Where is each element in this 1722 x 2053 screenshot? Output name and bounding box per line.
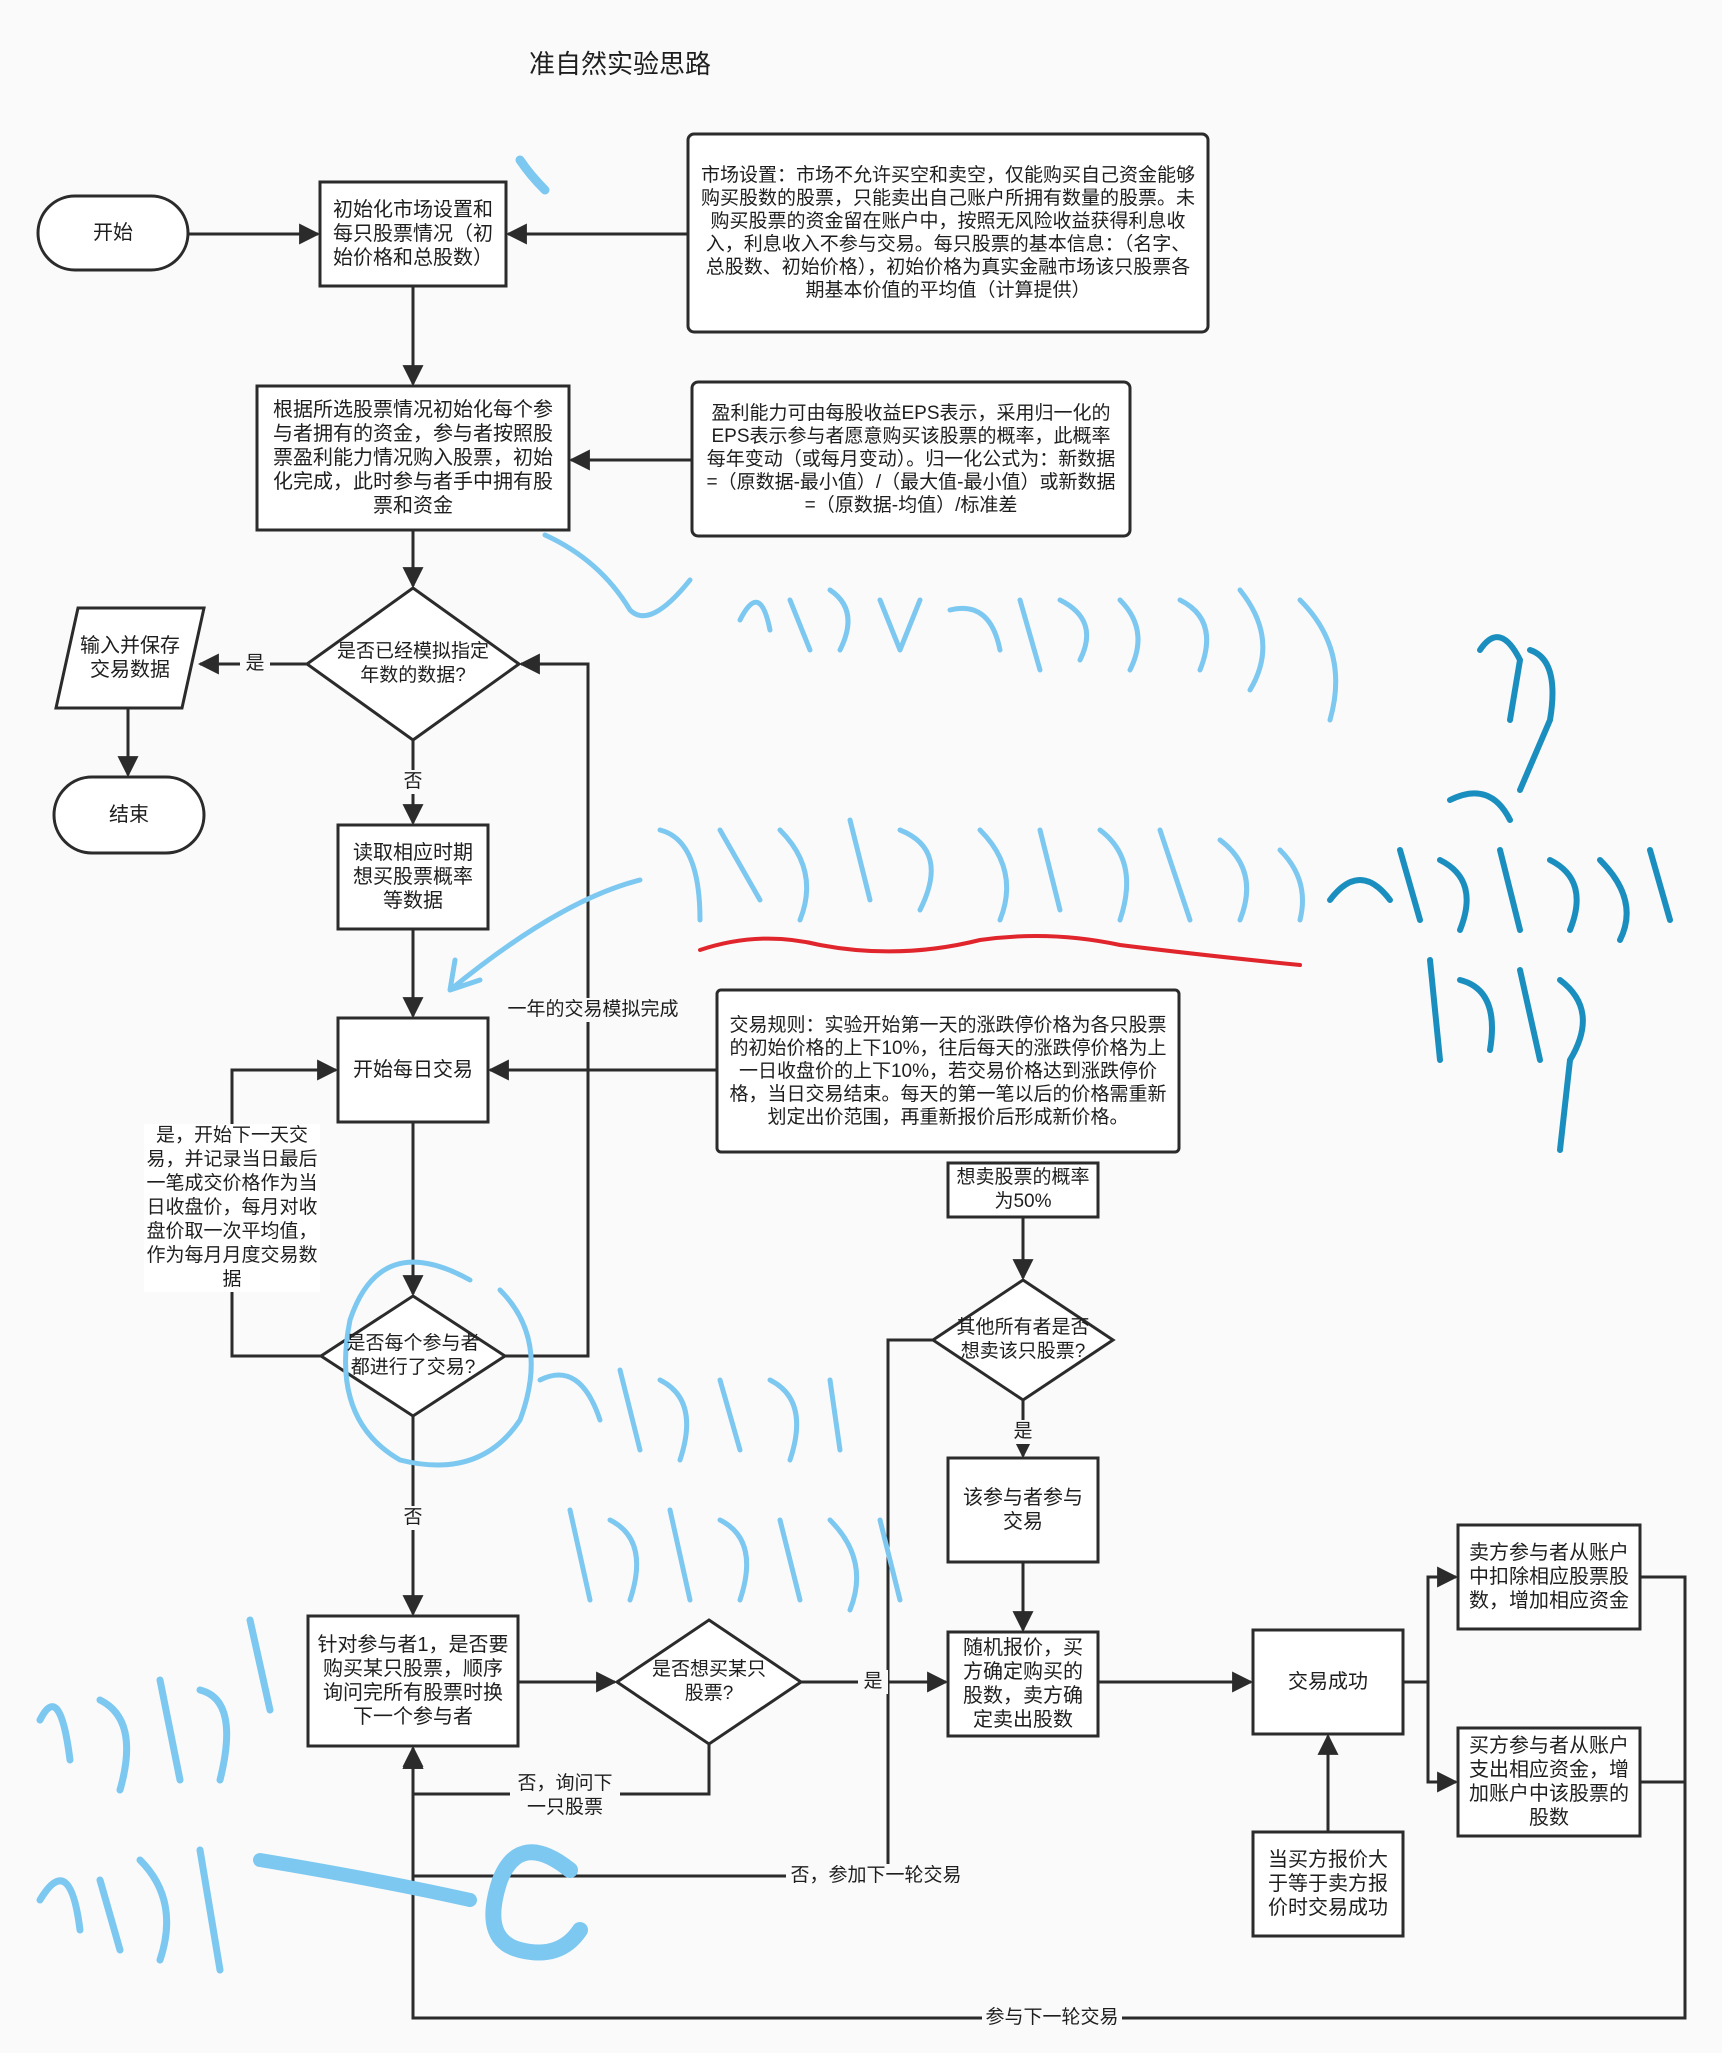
sell-prob-label: 想卖股票的概率为50% [956, 1167, 1090, 1212]
arrow-success-split-2 [1426, 1682, 1459, 1793]
years-decision-label: 是否已经模拟指定年数的数据? [336, 641, 489, 686]
init-label: 初始化市场设置和每只股票情况（初始价格和总股数） [333, 199, 493, 269]
save-data-label: 输入并保存交易数据 [80, 635, 180, 681]
end-label: 结束 [109, 804, 149, 826]
success-label: 交易成功 [1288, 1671, 1368, 1693]
market-note-label: 市场设置：市场不允许买空和卖空，仅能购买自己资金能够购买股数的股票，只能卖出自己… [700, 165, 1195, 301]
ask-box [306, 1614, 520, 1748]
edge-label-yes-save: 是 [240, 652, 270, 676]
arrow-success-split [1403, 1566, 1459, 1684]
save-data-parallelogram [54, 606, 206, 710]
join-trade-label: 该参与者参与交易 [963, 1487, 1083, 1533]
seller-result-box [1456, 1523, 1642, 1631]
edge-label-no-ask: 否 [398, 1506, 428, 1530]
edge-label-next-round-no: 否，参加下一轮交易 [786, 1864, 966, 1888]
edge-label-year-done: 一年的交易模拟完成 [498, 998, 688, 1022]
rules-note-label: 交易规则：实验开始第一天的涨跌停价格为各只股票的初始价格的上下10%，往后每天的… [729, 1014, 1167, 1128]
init-box [318, 180, 508, 288]
daily-trade-label: 开始每日交易 [353, 1059, 473, 1081]
edge-label-next-day: 是，开始下一天交易，并记录当日最后一笔成交价格作为当日收盘价，每月对收盘价取一次… [144, 1124, 320, 1292]
edge-label-yes-quote: 是 [858, 1670, 888, 1694]
eps-note-label: 盈利能力可由每股收益EPS表示，采用归一化的EPS表示参与者愿意购买该股票的概率… [706, 402, 1116, 516]
edge-label-no-read: 否 [398, 770, 428, 794]
ask-label: 针对参与者1，是否要购买某只股票，顺序询问完所有股票时换下一个参与者 [317, 1634, 509, 1728]
arrow-sell-no-loop [402, 1338, 933, 1878]
edge-label-yes-join: 是 [1008, 1420, 1038, 1444]
success-box [1251, 1628, 1405, 1736]
success-cond-label: 当买方报价大于等于卖方报价时交易成功 [1268, 1849, 1388, 1919]
handwritten-annotations [36, 155, 1673, 1974]
participants-init-label: 根据所选股票情况初始化每个参与者拥有的资金，参与者按照股票盈利能力情况购入股票，… [273, 399, 553, 517]
edge-label-ask-next-stock: 否，询问下一只股票 [510, 1772, 620, 1820]
arrow-next-round-loop [402, 1575, 1687, 2020]
start-label: 开始 [93, 222, 133, 244]
seller-result-label: 卖方参与者从账户中扣除相应股票股数，增加相应资金 [1469, 1542, 1629, 1612]
read-data-label: 读取相应时期想买股票概率等数据 [353, 842, 473, 912]
join-trade-box [946, 1456, 1100, 1564]
quote-box [946, 1630, 1100, 1738]
sell-decision-label: 其他所有者是否想卖该只股票? [956, 1317, 1090, 1362]
buyer-result-label: 买方参与者从账户支出相应资金，增加账户中该股票的股数 [1469, 1735, 1629, 1829]
quote-label: 随机报价，买方确定购买的股数，卖方确定卖出股数 [963, 1637, 1083, 1731]
edge-label-next-round: 参与下一轮交易 [982, 2006, 1122, 2030]
buy-decision-label: 是否想买某只股票? [651, 1659, 766, 1704]
all-traded-decision-label: 是否每个参与者都进行了交易? [346, 1333, 480, 1378]
buyer-result-box [1456, 1726, 1642, 1838]
diagram-title: 准自然实验思路 [528, 49, 711, 79]
success-cond-box [1251, 1830, 1405, 1938]
